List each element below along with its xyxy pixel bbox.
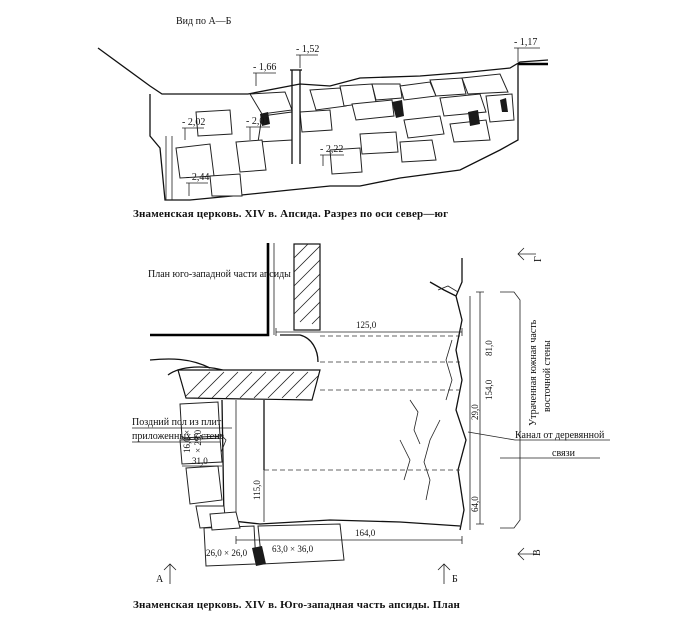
elevation-label: - 1,66	[253, 62, 276, 73]
section-mark-v: В	[532, 549, 543, 556]
dimension-label: 125,0	[356, 320, 377, 330]
hatched-pillar	[293, 243, 321, 331]
section-post	[291, 70, 301, 164]
svg-text:Поздний пол из плит: Поздний пол из плит	[132, 417, 222, 428]
view-label: Вид по А—Б	[176, 16, 232, 27]
section-marks: А Б В Г	[156, 247, 544, 585]
dimension-label: 115,0	[252, 480, 262, 500]
dimension-label: 16,0 ×	[182, 430, 192, 453]
slab-label: 26,0 × 26,0	[206, 548, 248, 558]
elevation-label: - 2,44	[186, 172, 209, 183]
hatched-foundation	[177, 369, 321, 401]
svg-text:восточной стены: восточной стены	[542, 340, 553, 412]
section-drawing: Вид по А—Б	[97, 16, 549, 220]
channel-annotation: Канал от деревянной связи	[467, 430, 610, 459]
plan-title: План юго-западной части апсиды	[148, 269, 291, 280]
section-mark-g: Г	[533, 256, 544, 262]
svg-text:связи: связи	[552, 448, 576, 459]
elevation-label: - 1,17	[514, 37, 537, 48]
section-outline	[149, 64, 519, 201]
plan-caption: Знаменская церковь. XIV в. Юго-западная …	[133, 599, 461, 611]
elevation-marks: - 1,52 - 1,66 - 1,17 - 2,02 - 2,01 - 2,2…	[182, 37, 540, 196]
elevation-label: - 2,01	[246, 116, 269, 127]
late-floor-slabs	[179, 401, 227, 529]
section-top-line	[97, 47, 549, 95]
svg-text:Утраченная южная часть: Утраченная южная часть	[528, 319, 539, 426]
dimension-lines: 125,0 164,0 115,0 81,0 154,0 29,0 64,0	[235, 291, 521, 544]
dimension-label: 31,0	[192, 456, 208, 466]
svg-text:приложенных к стене: приложенных к стене	[132, 431, 225, 442]
plan-drawing: План юго-западной части апсиды	[132, 243, 610, 611]
elevation-label: - 1,52	[296, 44, 319, 55]
slab-label: 63,0 × 36,0	[272, 544, 314, 554]
section-stones	[175, 73, 515, 197]
dimension-label: 164,0	[355, 528, 376, 538]
masonry-cracks	[199, 339, 453, 501]
dimension-label: 81,0	[484, 340, 494, 356]
elevation-label: - 2,22	[320, 144, 343, 155]
late-floor-annotation: Поздний пол из плит приложенных к стене …	[132, 417, 232, 467]
wall-corner-outer	[150, 243, 270, 337]
dimension-label: × 29,0	[193, 429, 203, 453]
dimension-label: 64,0	[470, 496, 480, 512]
east-wall-edge	[455, 258, 467, 531]
bottom-slabs	[203, 511, 345, 567]
section-left-post	[165, 136, 173, 200]
section-mark-a: А	[156, 574, 164, 585]
floor-outline	[221, 399, 461, 527]
section-mark-b: Б	[452, 574, 458, 585]
respond-curve	[280, 334, 319, 363]
elevation-label: - 2,02	[182, 117, 205, 128]
dimension-label: 154,0	[484, 379, 494, 400]
section-caption: Знаменская церковь. XIV в. Апсида. Разре…	[133, 208, 448, 220]
dimension-label: 29,0	[470, 404, 480, 420]
svg-text:Канал от деревянной: Канал от деревянной	[515, 430, 605, 441]
lost-wall-label: Утраченная южная часть восточной стены	[528, 319, 553, 426]
